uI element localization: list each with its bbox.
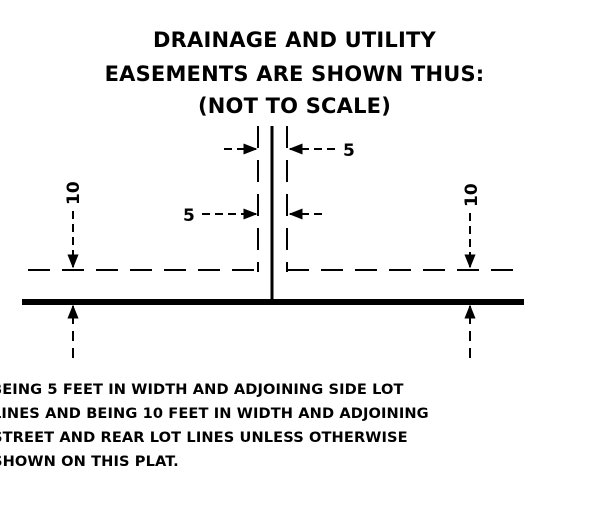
note-line-3: STREET AND REAR LOT LINES UNLESS OTHERWI… — [0, 429, 408, 446]
street-right-dimension: 10 — [462, 183, 482, 207]
side-top-dimension: 5 — [343, 141, 355, 161]
side-mid-dimension: 5 — [183, 206, 195, 226]
title-line-2: EASEMENTS ARE SHOWN THUS: — [104, 62, 485, 86]
street-left-dimension: 10 — [64, 181, 84, 205]
note-line-2: LINES AND BEING 10 FEET IN WIDTH AND ADJ… — [0, 405, 429, 422]
title-line-3: (NOT TO SCALE) — [197, 94, 392, 118]
note-line-1: BEING 5 FEET IN WIDTH AND ADJOINING SIDE… — [0, 381, 404, 398]
title-line-1: DRAINAGE AND UTILITY — [153, 28, 436, 52]
note-line-4: SHOWN ON THIS PLAT. — [0, 453, 179, 470]
easement-note: BEING 5 FEET IN WIDTH AND ADJOINING SIDE… — [0, 378, 589, 474]
